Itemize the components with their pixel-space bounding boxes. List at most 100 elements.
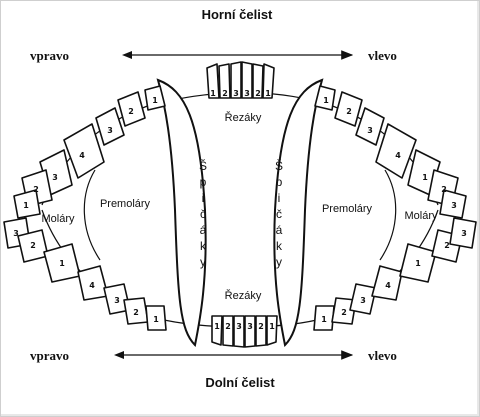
tooth: [206, 63, 220, 99]
upper-right-label: vpravo: [30, 48, 69, 63]
canine-letter: p: [276, 175, 283, 189]
tooth-number: 2: [341, 308, 347, 317]
canine-letter: Š: [275, 158, 283, 173]
canine-letter: č: [200, 207, 206, 221]
canine-letter: y: [276, 255, 282, 269]
tooth: [349, 283, 377, 315]
tooth-number: 3: [247, 322, 253, 331]
left-canine-column: [273, 78, 324, 348]
tooth: [313, 305, 335, 331]
tooth-number: 2: [346, 107, 352, 116]
tooth: [244, 315, 256, 348]
tooth-number: 3: [451, 201, 457, 210]
tooth-number: 4: [89, 281, 95, 290]
tooth-number: 3: [461, 229, 467, 238]
tooth-number: 1: [59, 259, 65, 268]
tooth: [145, 305, 167, 331]
tooth: [255, 315, 267, 347]
tooth: [439, 189, 467, 219]
upper-left-teeth: 1 2 3 4 1 2 3: [314, 85, 467, 219]
tooth: [355, 107, 385, 146]
tooth-number: 1: [265, 89, 271, 98]
lower-left-label: vlevo: [368, 348, 397, 363]
tooth-number: 2: [128, 107, 134, 116]
tooth-number: 2: [444, 241, 450, 250]
tooth-number: 2: [258, 322, 264, 331]
tooth-number: 2: [133, 308, 139, 317]
tooth-number: 4: [385, 281, 391, 290]
tooth: [218, 63, 231, 99]
tooth-number: 1: [153, 315, 159, 324]
left-molars-label: Moláry: [404, 210, 438, 222]
tooth-number: 3: [107, 126, 113, 135]
right-molar-divider: [83, 169, 101, 261]
tooth-number: 3: [244, 89, 250, 98]
tooth-number: 1: [415, 259, 421, 268]
tooth: [371, 265, 403, 301]
canine-letter: č: [276, 207, 282, 221]
upper-incisors: 1 2 3 3 2 1: [206, 61, 275, 99]
lower-left-teeth: 1 2 3 4 1 2 3: [313, 217, 477, 331]
tooth-number: 1: [269, 322, 275, 331]
canine-letter: i: [202, 191, 205, 205]
right-premolars-label: Premoláry: [100, 198, 151, 210]
upper-incisors-label: Řezáky: [225, 111, 262, 124]
tooth: [449, 217, 477, 249]
tooth-number: 1: [321, 315, 327, 324]
right-canines-label: Š p i č á k y: [199, 158, 207, 269]
tooth-number: 4: [79, 151, 85, 160]
canine-letter: p: [200, 175, 207, 189]
upper-right-teeth: 1 2 3 4 3 2 1: [13, 85, 166, 219]
tooth-number: 2: [225, 322, 231, 331]
canine-letter: á: [200, 223, 207, 237]
canine-letter: Š: [199, 158, 207, 173]
tooth: [211, 315, 223, 346]
canine-letter: i: [278, 191, 281, 205]
tooth-number: 3: [114, 296, 120, 305]
lower-jaw-title: Dolní čelist: [205, 375, 275, 390]
tooth-number: 2: [30, 241, 36, 250]
lower-right-teeth: 3 2 1 4 3 2 1: [3, 217, 167, 331]
tooth: [399, 243, 437, 283]
tooth: [262, 63, 275, 99]
tooth: [95, 107, 125, 146]
left-canines-label: Š p i č á k y: [275, 158, 283, 269]
tooth: [331, 297, 357, 325]
tooth: [230, 61, 242, 99]
tooth-number: 1: [422, 173, 428, 182]
tooth-number: 3: [360, 296, 366, 305]
left-premolars-label: Premoláry: [322, 203, 373, 215]
tooth: [241, 61, 253, 99]
tooth: [117, 91, 146, 127]
tooth: [233, 315, 245, 348]
tooth: [334, 91, 363, 127]
right-canine-column: [156, 78, 207, 348]
tooth: [375, 123, 417, 179]
tooth-number: 3: [367, 126, 373, 135]
tooth-number: 2: [441, 185, 447, 194]
tooth: [222, 315, 234, 347]
tooth-number: 1: [214, 322, 220, 331]
tooth-number: 3: [233, 89, 239, 98]
left-molar-divider: [379, 169, 397, 261]
tooth-number: 1: [210, 89, 216, 98]
lower-incisors: 1 2 3 3 2 1: [211, 315, 278, 348]
right-molars-label: Moláry: [41, 213, 75, 225]
lower-incisors-label: Řezáky: [225, 289, 262, 302]
tooth-number: 3: [52, 173, 58, 182]
lower-arrow-head-right: [114, 351, 124, 359]
canine-letter: á: [276, 223, 283, 237]
lower-right-label: vpravo: [30, 348, 69, 363]
tooth: [252, 63, 264, 99]
tooth: [13, 189, 41, 219]
tooth-number: 3: [13, 229, 19, 238]
canine-letter: k: [200, 239, 207, 253]
tooth: [314, 85, 336, 111]
canine-letter: y: [200, 255, 206, 269]
upper-arrow-head-right: [122, 51, 132, 59]
tooth-number: 4: [395, 151, 401, 160]
canine-letter: k: [276, 239, 283, 253]
tooth: [266, 315, 278, 346]
tooth-number: 1: [23, 201, 29, 210]
